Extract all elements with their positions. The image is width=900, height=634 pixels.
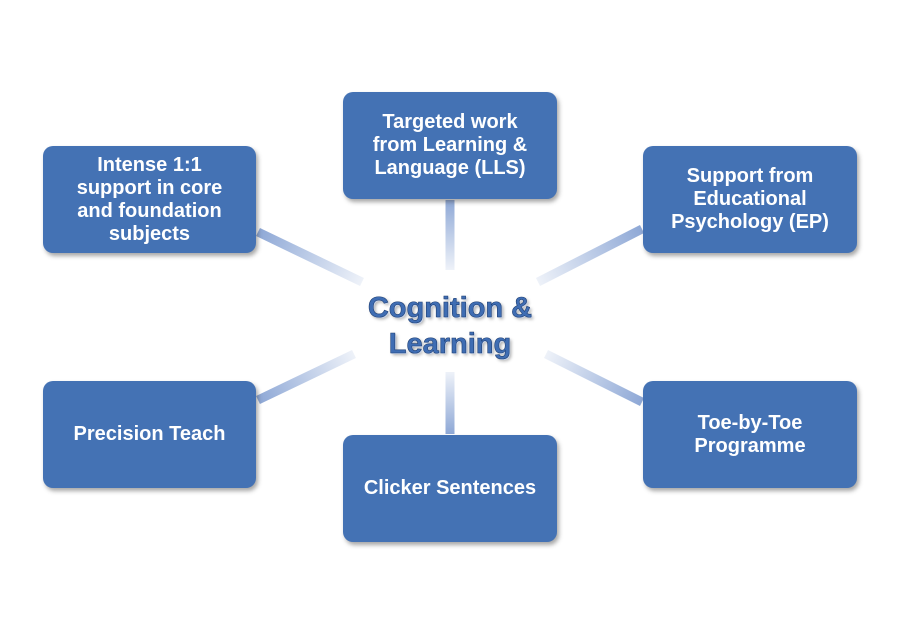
- connector-top-right: [535, 224, 645, 287]
- connector-bottom-right: [543, 349, 645, 407]
- node-intense-support: Intense 1:1 support in core and foundati…: [43, 146, 256, 253]
- connector-bottom-left: [256, 349, 356, 405]
- center-topic: Cognition & Learning: [367, 292, 533, 361]
- node-label: Toe-by-Toe Programme: [694, 411, 806, 457]
- node-toe-by-toe: Toe-by-Toe Programme: [643, 381, 857, 488]
- node-educational-psychology: Support from Educational Psychology (EP): [643, 146, 857, 253]
- connector-top-left: [256, 227, 364, 287]
- node-label: Targeted work from Learning & Language (…: [372, 111, 528, 179]
- node-label: Intense 1:1 support in core and foundati…: [76, 153, 223, 245]
- node-targeted-work-lls: Targeted work from Learning & Language (…: [343, 92, 557, 199]
- node-label: Precision Teach: [73, 423, 226, 445]
- node-clicker-sentences: Clicker Sentences: [343, 435, 557, 542]
- node-label: Clicker Sentences: [363, 477, 537, 499]
- node-label: Support from Educational Psychology (EP): [671, 165, 829, 233]
- node-precision-teach: Precision Teach: [43, 381, 256, 488]
